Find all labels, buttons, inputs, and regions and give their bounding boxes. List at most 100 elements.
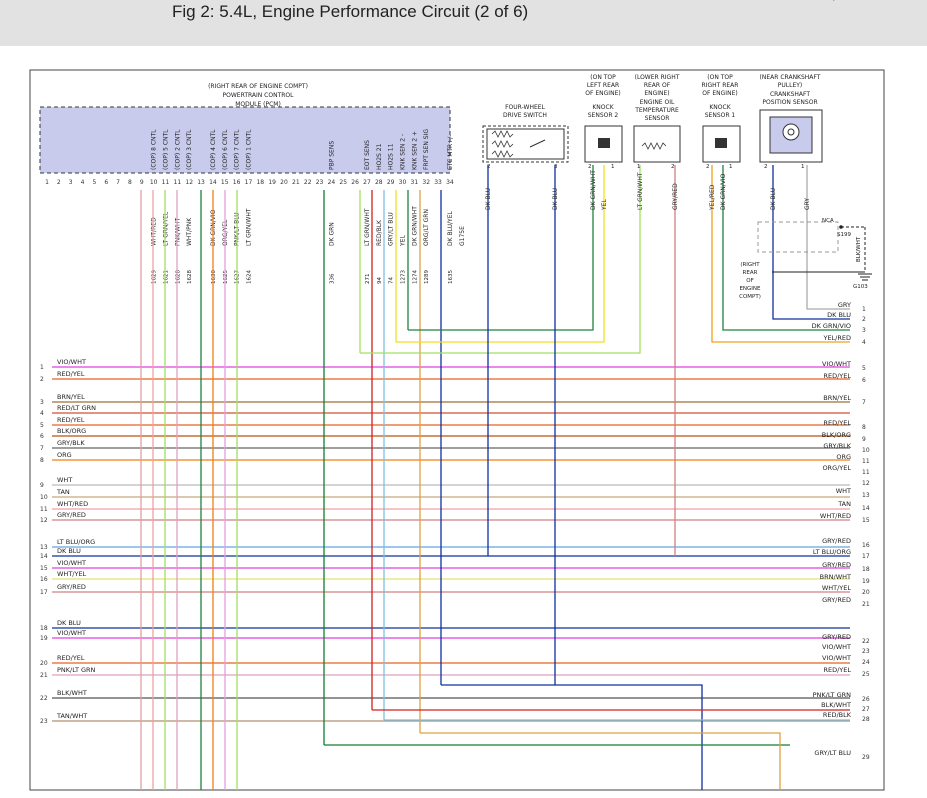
pcm-pin-number: 17 <box>245 179 253 186</box>
left-wire-label: BRN/YEL <box>57 393 85 401</box>
left-wire-number: 5 <box>40 422 44 429</box>
svg-text:2: 2 <box>588 164 592 170</box>
pcm-pin-number: 6 <box>104 179 108 186</box>
sensor-wire-label: LT GRN/WHT <box>637 172 644 210</box>
pcm-circuit-number: 1273 <box>401 270 407 284</box>
right-wire-label: TAN <box>837 500 851 508</box>
left-wire-number: 22 <box>40 695 48 702</box>
pcm-pin-function: (COP) 8 CNTL <box>151 129 158 170</box>
pcm-pin-function: (COP) 4 CNTL <box>210 129 217 170</box>
pcm-circuit-number: 1629 <box>152 270 158 284</box>
pcm-pin-function: KNK SEN 2 + <box>411 131 418 170</box>
left-wire-label: WHT/RED <box>57 500 88 508</box>
svg-text:3: 3 <box>554 164 558 170</box>
svg-text:2: 2 <box>671 164 675 170</box>
pcm-circuit-number: 94 <box>377 277 383 284</box>
sensor-wire-label: GRY <box>804 198 811 210</box>
right-wire-number: 29 <box>862 754 870 761</box>
title-bar: Fig 2: 5.4L, Engine Performance Circuit … <box>0 0 927 46</box>
left-wire-number: 2 <box>40 376 44 383</box>
pcm-pin-number: 5 <box>92 179 96 186</box>
svg-text:(ON TOP: (ON TOP <box>707 74 733 81</box>
left-wire-number: 23 <box>40 718 48 725</box>
crankshaft-position-sensor: (NEAR CRANKSHAFT PULLEY) CRANKSHAFT POSI… <box>759 74 823 170</box>
switch-contact-icon <box>529 139 546 148</box>
right-wire-number: 2 <box>862 316 866 323</box>
right-wire-label: DK BLU <box>827 311 851 319</box>
right-wire-label: GRY/RED <box>822 596 851 604</box>
left-wire-label: VIO/WHT <box>57 358 86 366</box>
pcm-pin-number: 13 <box>197 179 205 186</box>
svg-text:1: 1 <box>801 164 805 170</box>
pcm-name-2: MODULE (PCM) <box>235 101 281 108</box>
right-wire-number: 18 <box>862 566 870 573</box>
sensor-wire <box>711 165 850 343</box>
sensor-wire-label: DK BLU <box>552 188 559 210</box>
left-wire-number: 14 <box>40 553 48 560</box>
svg-text:ENGINE: ENGINE <box>739 286 761 292</box>
left-wire-label: RED/YEL <box>57 416 85 424</box>
sensor-element-icon <box>598 138 610 148</box>
splice-s199: NCA S199 BLK/WHT <box>757 218 866 270</box>
svg-text:SENSOR 1: SENSOR 1 <box>705 112 736 119</box>
svg-text:POSITION SENSOR: POSITION SENSOR <box>762 99 817 106</box>
left-wire-label: BLK/WHT <box>57 689 87 697</box>
pcm-pin-number: 15 <box>221 179 229 186</box>
pcm-pin-number: 19 <box>268 179 276 186</box>
pcm-pin-number: 16 <box>233 179 241 186</box>
pcm-pin-function: EOT SENS <box>364 140 371 170</box>
sensor-wire-label: GRY/RED <box>672 183 679 210</box>
pcm-wire-color: G175E <box>459 226 466 246</box>
pcm-pin-function: HO2S 11 <box>388 143 395 170</box>
pcm-circuit-number: 1630 <box>211 270 217 284</box>
left-wire-label: WHT/YEL <box>57 570 87 578</box>
svg-text:(ON TOP: (ON TOP <box>590 74 616 81</box>
pcm-pin-number: 27 <box>363 179 371 186</box>
pcm-wire-color: WHT/RED <box>151 217 158 246</box>
right-wire-number: 12 <box>862 480 870 487</box>
pcm-wire-color: PNK/WHT <box>174 217 181 246</box>
left-wire-label: RED/YEL <box>57 370 85 378</box>
pcm-pin-number: 8 <box>128 179 132 186</box>
pcm-pin-number: 4 <box>81 179 85 186</box>
svg-text:2: 2 <box>487 164 491 170</box>
right-wire-label: RED/BLK <box>823 711 852 719</box>
svg-text:RIGHT REAR: RIGHT REAR <box>702 82 739 89</box>
left-wire-number: 7 <box>40 445 44 452</box>
svg-text:1: 1 <box>637 164 641 170</box>
right-wire-label: TAN/WHT <box>820 0 851 2</box>
pcm-pin-number: 29 <box>387 179 395 186</box>
pcm-wire-color: ORG/LT GRN <box>423 209 430 246</box>
sensor-wire <box>408 165 594 331</box>
right-wire-number: 21 <box>862 601 870 608</box>
pcm-pin-number: 31 <box>411 179 419 186</box>
right-wire-number: 3 <box>862 327 866 334</box>
right-wire-label: ORG <box>836 453 851 461</box>
sensor-wire <box>396 165 605 343</box>
pcm-wire-color: DK GRN/WHT <box>411 206 418 246</box>
knock-sensor-2: (ON TOP LEFT REAR OF ENGINE) KNOCK SENSO… <box>584 74 623 170</box>
right-wire-number: 11 <box>862 458 870 465</box>
svg-text:ENGINE OIL: ENGINE OIL <box>640 99 675 106</box>
svg-text:NCA: NCA <box>822 218 834 224</box>
left-wire-label: BLK/ORG <box>57 427 86 435</box>
left-wire-label: VIO/WHT <box>57 629 86 637</box>
right-wire-number: 17 <box>862 553 870 560</box>
pcm-pin-function: KNK SEN 2 - <box>400 134 407 170</box>
svg-text:OF ENGINE): OF ENGINE) <box>702 90 737 97</box>
pcm-pin-number: 32 <box>422 179 430 186</box>
pcm-wire-color: GRY/LT BLU <box>388 212 395 246</box>
pcm-circuit-number: 1625 <box>223 270 229 284</box>
right-wire-number: 19 <box>862 578 870 585</box>
pcm-pin-number: 18 <box>256 179 264 186</box>
right-wire-label: RED/YEL <box>823 666 851 674</box>
pcm-pin-number: 14 <box>209 179 217 186</box>
left-wire-number: 16 <box>40 576 48 583</box>
left-wire-label: WHT <box>57 476 72 484</box>
pcm-pin-number: 11 <box>174 179 182 186</box>
svg-text:S199: S199 <box>837 232 851 238</box>
pcm-wire-color: LT GRN/YEL <box>163 211 170 246</box>
svg-text:OF: OF <box>746 278 754 284</box>
right-wire-label: ORG/YEL <box>822 464 851 472</box>
right-wire-number: 10 <box>862 447 870 454</box>
